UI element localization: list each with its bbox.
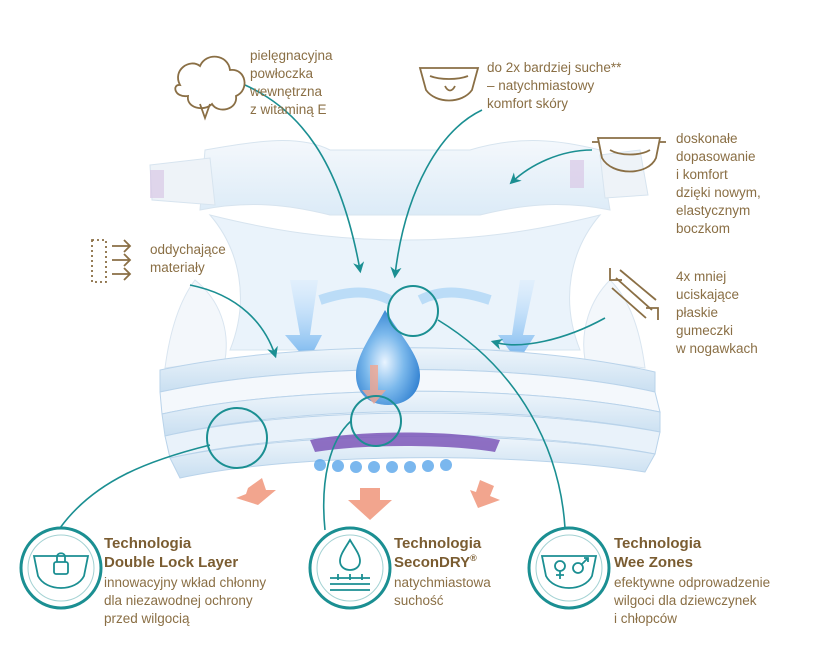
callout-lines bbox=[59, 84, 606, 531]
feature-drier-text: do 2x bardziej suche** – natychmiastowy … bbox=[487, 60, 622, 111]
cotton-flower-icon bbox=[174, 55, 246, 121]
feature-vitamin-e-text: pielęgnacyjna powłoczka wewnętrzna z wit… bbox=[250, 48, 333, 117]
tech-secondry-title: Technologia SeconDRY® bbox=[394, 535, 482, 571]
droplet-layers-icon bbox=[330, 538, 370, 591]
feature-fit-text: doskonałe dopasowanie i komfort dzięki n… bbox=[676, 131, 761, 236]
tech-double-lock: Technologia Double Lock Layer innowacyjn… bbox=[104, 534, 266, 628]
lock-diaper-icon bbox=[32, 552, 90, 589]
flat-elastic-icon bbox=[609, 268, 659, 320]
tech-wee-zones-desc: efektywne odprowadzenie wilgoci dla dzie… bbox=[614, 575, 771, 626]
outflow-arrows bbox=[236, 478, 500, 520]
breathable-material-icon bbox=[91, 239, 132, 283]
gender-zones-icon bbox=[540, 555, 598, 589]
diaper-illustration bbox=[149, 140, 661, 520]
tech-double-lock-title: Technologia Double Lock Layer bbox=[104, 535, 239, 571]
feature-flat-elastics-text: 4x mniej uciskające płaskie gumeczki w n… bbox=[676, 269, 758, 356]
wee-zones-zoom-circle bbox=[387, 285, 439, 337]
feature-breathable-text: oddychające materiały bbox=[150, 242, 226, 275]
tech-wee-zones-title: Technologia Wee Zones bbox=[614, 535, 702, 571]
diaper-fit-icon bbox=[592, 137, 666, 173]
tech-double-lock-desc: innowacyjny wkład chłonny dla niezawodne… bbox=[104, 575, 267, 626]
tech-wee-zones: Technologia Wee Zones efektywne odprowad… bbox=[614, 534, 770, 628]
diaper-dry-icon bbox=[418, 67, 480, 102]
tech-icon-circles bbox=[19, 526, 611, 610]
tech-secondry: Technologia SeconDRY® natychmiastowa suc… bbox=[394, 534, 491, 610]
tech-secondry-desc: natychmiastowa suchość bbox=[394, 575, 491, 608]
double-lock-zoom-circle bbox=[206, 407, 268, 469]
registered-mark: ® bbox=[470, 553, 477, 563]
